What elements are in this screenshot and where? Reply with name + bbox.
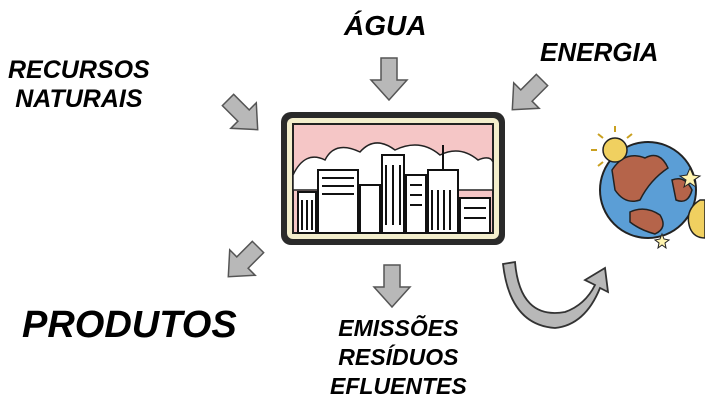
city-icon [281, 112, 505, 245]
label-recursos-line1: RECURSOS [8, 56, 150, 84]
arrow-agua-icon [370, 57, 408, 101]
label-emissoes-line2: RESÍDUOS [338, 343, 459, 370]
arrow-emissoes-icon [373, 264, 411, 308]
arrow-produtos-icon [214, 233, 272, 291]
label-recursos-naturais: RECURSOS NATURAIS [8, 56, 150, 114]
label-agua: ÁGUA [344, 10, 427, 41]
curved-arrow-icon [502, 260, 610, 329]
label-produtos: PRODUTOS [22, 304, 237, 346]
star-icon [653, 166, 702, 250]
moon-icon [687, 199, 705, 239]
label-recursos-line2: NATURAIS [15, 84, 143, 113]
label-energia: ENERGIA [540, 37, 659, 67]
label-emissoes-line1: EMISSÕES [338, 315, 459, 341]
label-emissoes: EMISSÕES RESÍDUOS EFLUENTES [330, 314, 467, 400]
arrow-energia-icon [498, 66, 556, 124]
sun-icon [591, 126, 633, 167]
label-emissoes-line3: EFLUENTES [330, 372, 467, 399]
arrow-recursos-icon [214, 86, 272, 144]
